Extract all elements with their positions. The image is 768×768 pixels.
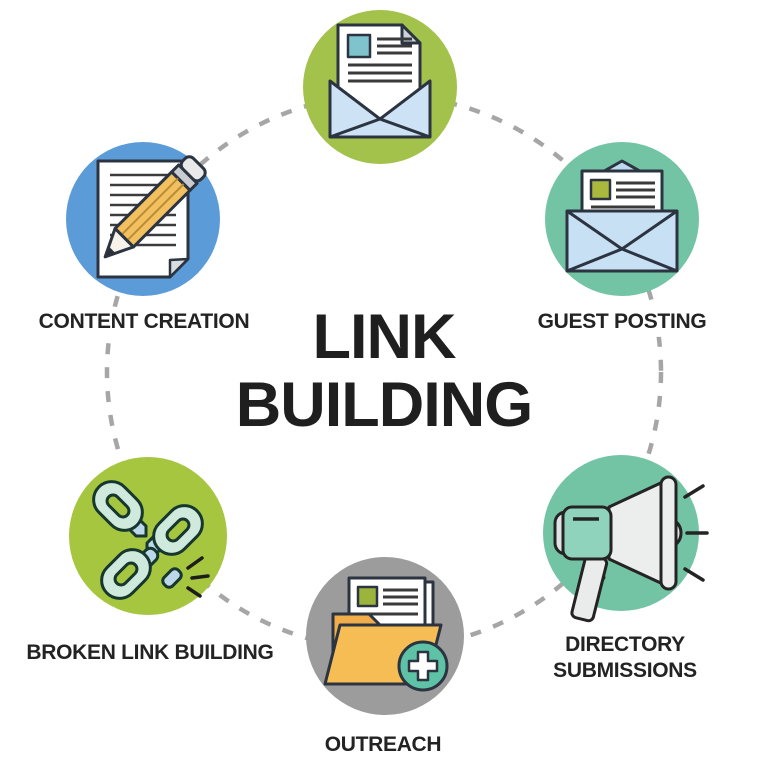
label-content-creation: CONTENT CREATION — [32, 306, 256, 338]
folder-add-document-icon — [323, 576, 449, 692]
label-guest-posting: GUEST POSTING — [531, 306, 713, 338]
label-broken-link-building: BROKEN LINK BUILDING — [20, 637, 280, 669]
envelope-letter-icon — [565, 159, 679, 273]
node-guest-posting — [545, 142, 699, 296]
title-line-1: LINK — [312, 301, 457, 372]
label-directory-submissions: DIRECTORY SUBMISSIONS — [534, 631, 716, 685]
label-outreach: OUTREACH — [318, 729, 448, 761]
pencil-and-paper-icon — [96, 155, 207, 279]
node-directory-submissions — [543, 455, 709, 623]
node-broken-link-building — [69, 457, 227, 615]
open-envelope-newsletter-icon — [328, 23, 432, 139]
node-content-creation — [66, 142, 220, 296]
title-line-2: BUILDING — [235, 370, 533, 440]
megaphone-icon — [553, 475, 709, 623]
node-newsletter — [303, 10, 457, 164]
page-title: LINK BUILDING — [235, 301, 533, 440]
broken-link-circle — [69, 457, 227, 615]
broken-chain-link-icon — [92, 480, 210, 600]
node-outreach — [306, 557, 464, 715]
